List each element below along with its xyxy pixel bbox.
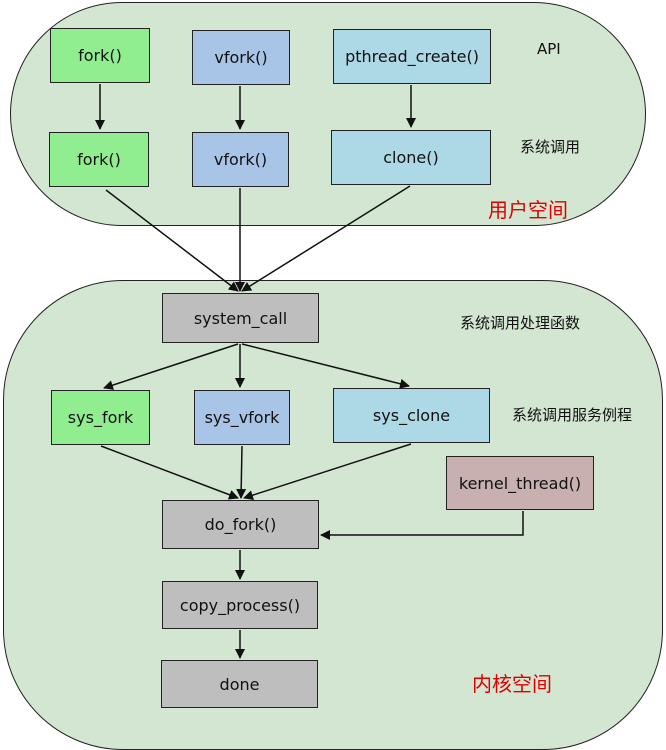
vfork-api-box: vfork() xyxy=(192,30,290,85)
kernel-thread-box: kernel_thread() xyxy=(446,456,594,510)
syscall-service-routine-annotation: 系统调用服务例程 xyxy=(512,406,633,424)
sys-vfork-box: sys_vfork xyxy=(194,390,290,445)
pthread-create-api-box: pthread_create() xyxy=(333,29,491,84)
do-fork-box: do_fork() xyxy=(162,500,319,549)
system-call-box: system_call xyxy=(162,293,319,343)
api-annotation: API xyxy=(537,40,561,58)
fork-api-box: fork() xyxy=(50,28,150,83)
vfork-syscall-box: vfork() xyxy=(192,132,289,187)
clone-syscall-box: clone() xyxy=(331,130,491,185)
done-box: done xyxy=(161,660,318,708)
copy-process-box: copy_process() xyxy=(162,581,318,629)
sys-fork-box: sys_fork xyxy=(51,390,150,445)
syscall-annotation: 系统调用 xyxy=(520,138,581,156)
fork-syscall-box: fork() xyxy=(49,132,149,187)
kernel-space-label: 内核空间 xyxy=(472,672,552,696)
user-space-label: 用户空间 xyxy=(488,198,568,222)
kernel-space-region xyxy=(3,280,663,750)
fork-call-flow-diagram: fork() vfork() pthread_create() fork() v… xyxy=(3,2,663,750)
sys-clone-box: sys_clone xyxy=(333,388,490,443)
syscall-handler-annotation: 系统调用处理函数 xyxy=(460,314,581,332)
